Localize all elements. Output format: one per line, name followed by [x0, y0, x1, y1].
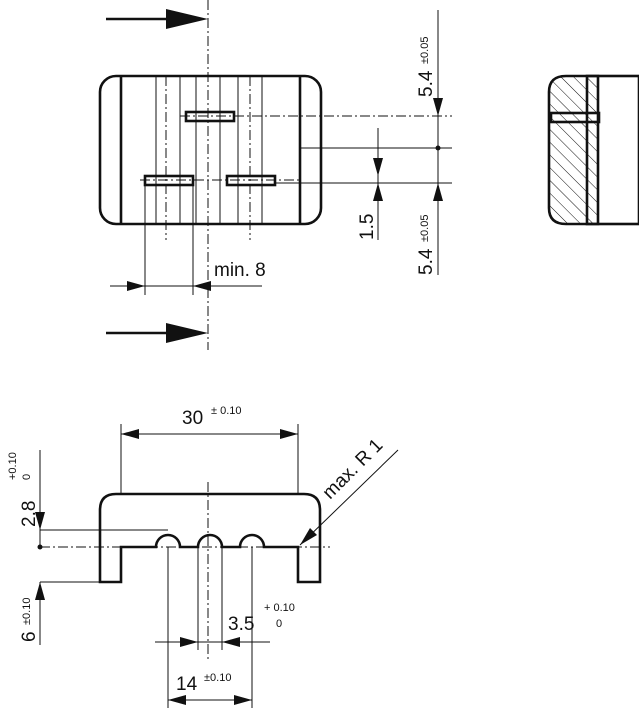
tol-2-8-upper: +0.10 — [7, 452, 19, 480]
section-hatched-body — [547, 74, 600, 226]
core-profile-front — [98, 492, 322, 584]
front-view: 30 ± 0.10 2.8 +0.10 0 6 ±0.10 max. R 1 — [7, 405, 399, 708]
body-inner-lines — [119, 76, 302, 240]
section-view — [547, 74, 639, 226]
tol-5-4-bottom: ±0.05 — [419, 215, 431, 242]
tol-2-8-lower: 0 — [21, 474, 33, 480]
tol-14: ±0.10 — [204, 672, 231, 684]
dim-30: 30 ± 0.10 — [120, 405, 299, 495]
label-min8: min. 8 — [214, 260, 266, 281]
label-14: 14 — [176, 674, 198, 695]
leader-max-r1: max. R 1 — [299, 435, 399, 546]
tol-3-5-upper: + 0.10 — [264, 602, 295, 614]
tol-30: ± 0.10 — [211, 405, 242, 417]
tol-5-4-top: ±0.05 — [419, 37, 431, 64]
label-6: 6 — [19, 631, 40, 642]
dim-3-5: 3.5 + 0.10 0 — [155, 547, 295, 650]
label-1-5: 1.5 — [357, 214, 378, 240]
label-30: 30 — [182, 408, 203, 429]
dim-min8: min. 8 — [110, 185, 266, 295]
tol-3-5-lower: 0 — [276, 618, 282, 630]
slot-markers — [143, 110, 277, 187]
dim-14: 14 ±0.10 — [167, 547, 253, 708]
core-body-top-view — [98, 74, 323, 226]
tol-6: ±0.10 — [21, 598, 33, 625]
label-3-5: 3.5 — [228, 614, 254, 635]
label-2-8: 2.8 — [19, 501, 40, 527]
top-view: min. 8 5.4 ±0.05 5.4 ±0.05 1.5 — [98, 0, 452, 350]
section-arrow-top — [106, 9, 208, 29]
label-5-4-bottom: 5.4 — [416, 248, 437, 275]
section-arrow-bottom — [106, 323, 208, 343]
label-5-4-top: 5.4 — [416, 70, 437, 97]
